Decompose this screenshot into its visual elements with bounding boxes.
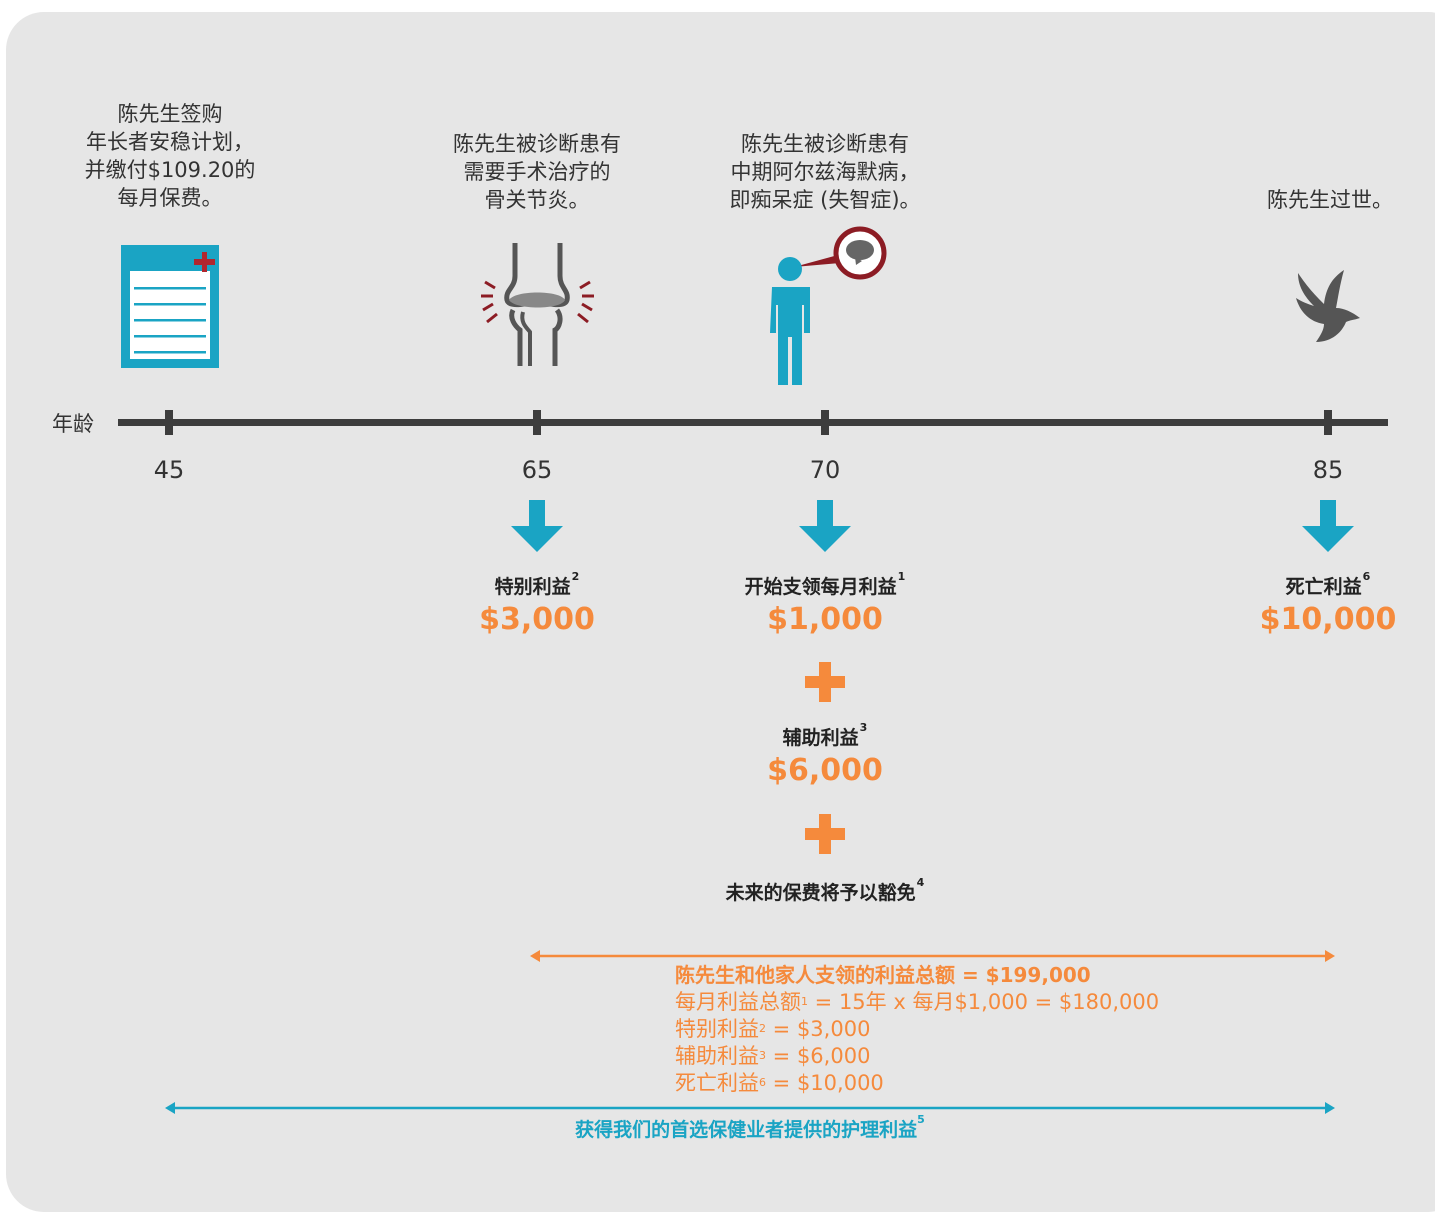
down-arrow-icon (799, 500, 851, 552)
summary-line-death: 死亡利益6 = $10,000 (675, 1071, 884, 1095)
tick-45 (165, 410, 173, 435)
summary-line-special: 特别利益2 = $3,000 (675, 1017, 871, 1041)
age-label-70: 70 (809, 456, 841, 484)
special-benefit-label: 特别利益2 (494, 570, 580, 598)
death-benefit-label: 死亡利益6 (1285, 570, 1371, 598)
timeline-axis (118, 419, 1388, 426)
assist-benefit-amount: $6,000 (767, 753, 883, 788)
summary-line-assist: 辅助利益3 = $6,000 (675, 1044, 871, 1068)
knee-joint-icon (481, 243, 594, 366)
age-label-85: 85 (1312, 456, 1344, 484)
care-benefit-label: 获得我们的首选保健业者提供的护理利益5 (575, 1113, 925, 1141)
event-text-70: 陈先生被诊断患有 中期阿尔兹海默病， 即痴呆症 (失智症)。 (729, 132, 921, 212)
tick-85 (1324, 410, 1332, 435)
assist-benefit-label: 辅助利益3 (782, 721, 868, 749)
axis-label: 年龄 (52, 412, 94, 436)
dove-icon (1296, 270, 1360, 342)
special-benefit-amount: $3,000 (479, 602, 595, 637)
person-brain-icon (770, 226, 887, 385)
premium-waiver-label: 未来的保费将予以豁免4 (725, 876, 925, 904)
down-arrow-icon (1302, 500, 1354, 552)
age-label-65: 65 (521, 456, 553, 484)
benefit-summary: 陈先生和他家人支领的利益总额 = $199,000 每月利益总额1 = 15年 … (675, 962, 1235, 1097)
event-text-85: 陈先生过世。 (1267, 188, 1393, 212)
summary-heading: 陈先生和他家人支领的利益总额 = $199,000 (675, 963, 1091, 987)
plus-icon (805, 662, 845, 702)
tick-70 (821, 410, 829, 435)
summary-line-monthly: 每月利益总额1 = 15年 x 每月$1,000 = $180,000 (675, 990, 1160, 1014)
plus-icon (805, 814, 845, 854)
down-arrow-icon (511, 500, 563, 552)
event-text-45: 陈先生签购 年长者安稳计划， 并缴付$109.20的 每月保费。 (84, 102, 256, 210)
benefit-range-arrow (530, 950, 1335, 962)
age-label-45: 45 (153, 456, 185, 484)
event-text-65: 陈先生被诊断患有 需要手术治疗的 骨关节炎。 (453, 132, 621, 212)
background-panel (6, 12, 1435, 1212)
care-range-arrow (165, 1102, 1335, 1114)
monthly-benefit-label: 开始支领每月利益1 (744, 570, 906, 598)
monthly-benefit-amount: $1,000 (767, 602, 883, 637)
death-benefit-amount: $10,000 (1259, 602, 1397, 637)
document-icon (121, 245, 219, 368)
tick-65 (533, 410, 541, 435)
